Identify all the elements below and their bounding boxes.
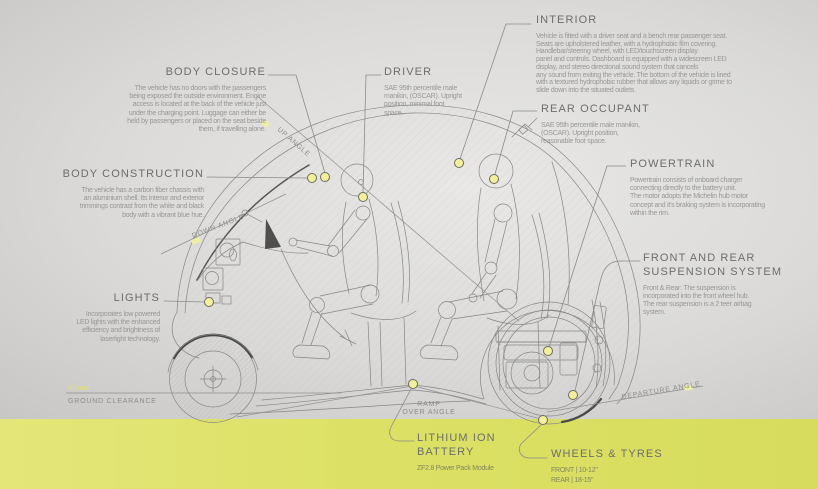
vehicle-drawing <box>167 104 641 425</box>
underbody-brace <box>229 400 471 415</box>
departure-angle-label: DEPARTURE ANGLE <box>621 381 701 401</box>
rear-bench-seat <box>486 212 551 391</box>
callout-title-body-construction: BODY CONSTRUCTION <box>62 168 204 180</box>
leader-interior <box>459 23 532 160</box>
ramp-over-angle-label-line1: RAMP <box>417 401 440 408</box>
leader-suspension <box>574 260 641 392</box>
leader-body-closure <box>267 74 326 174</box>
callout-title-wheels: WHEELS & TYRES <box>551 448 663 460</box>
up-angle-line <box>256 95 520 322</box>
callout-body-driver: SAE 95th percentile male manikin, (OSCAR… <box>384 84 462 117</box>
leader-body-construction <box>206 176 309 179</box>
dot-rear-occupant <box>489 174 499 184</box>
ramp-angle-line-rear <box>413 385 542 420</box>
dot-wheels <box>538 415 548 425</box>
charging-point <box>511 117 538 138</box>
callout-title-lights: LIGHTS <box>113 292 160 304</box>
callout-powertrain: POWERTRAIN Powertrain consists of onboar… <box>630 158 808 218</box>
callout-marker-dots <box>204 158 578 425</box>
down-angle-line <box>160 193 287 255</box>
a-pillar-base <box>196 241 244 282</box>
dot-body-closure <box>320 172 330 182</box>
callout-driver: DRIVER SAE 95th percentile male manikin,… <box>384 66 494 118</box>
callout-interior: INTERIOR Vehicle is fitted with a driver… <box>536 14 756 95</box>
dot-driver <box>358 192 368 202</box>
callout-body-rear-occupant: SAE 95th percentile male manikin, (OSCAR… <box>541 121 640 146</box>
dot-powertrain <box>543 346 553 356</box>
headlamp-assembly <box>202 238 241 305</box>
callout-title-interior: INTERIOR <box>536 14 598 26</box>
leader-powertrain <box>548 165 627 348</box>
callout-rear-occupant: REAR OCCUPANT SAE 95th percentile male m… <box>541 103 701 147</box>
leader-lights <box>163 300 206 303</box>
callout-leader-lines <box>163 23 641 459</box>
driver-seat <box>350 200 417 387</box>
ground-clearance-label: GROUND CLEARANCE <box>68 398 157 405</box>
callout-body-lights: Incorporates low powered LED lights with… <box>76 310 160 343</box>
callout-title-suspension: FRONT AND REAR SUSPENSION SYSTEM <box>643 252 783 278</box>
departure-angle-marker <box>684 384 693 391</box>
rear-occupant-manikin <box>419 153 520 361</box>
callout-title-body-closure: BODY CLOSURE <box>165 66 266 78</box>
front-fender-dark <box>172 333 254 360</box>
dot-battery <box>408 379 418 389</box>
leader-driver <box>362 74 382 194</box>
dot-lights <box>204 297 214 307</box>
canopy-inner-line <box>184 112 629 400</box>
leader-battery <box>389 388 415 442</box>
floor-line-2 <box>255 389 487 407</box>
up-angle-marker <box>260 118 271 128</box>
rear-wheel-arch <box>480 310 615 400</box>
floor-line-1 <box>261 384 484 401</box>
ramp-angle-line-front <box>236 385 413 418</box>
angle-measurements <box>66 95 704 420</box>
callout-body-body-closure: The vehicle has no doors with the passen… <box>127 84 266 133</box>
callout-suspension: FRONT AND REAR SUSPENSION SYSTEM Front &… <box>643 252 808 318</box>
driver-manikin <box>288 163 380 360</box>
callout-battery: LITHIUM ION BATTERY ZF2.8 Power Pack Mod… <box>417 432 577 473</box>
callout-body-powertrain: Powertrain consists of onboard charger c… <box>630 176 765 217</box>
windshield-edge <box>196 164 310 281</box>
departure-angle-line <box>546 385 704 413</box>
steering-assembly <box>241 209 357 347</box>
leader-wheels <box>518 424 548 459</box>
rear-wheel <box>480 301 615 425</box>
callout-body-battery: ZF2.8 Power Pack Module <box>417 464 494 472</box>
callout-body-body-construction: The vehicle has a carbon fiber chassis w… <box>79 186 205 219</box>
canopy-outer-line <box>176 104 641 405</box>
dot-interior <box>454 158 464 168</box>
wheels-spec-rear: REAR | 18-15" <box>551 477 594 484</box>
callout-body-suspension: Front & Rear: The suspension is incorpor… <box>643 284 752 317</box>
ramp-over-angle-label-line2: OVER ANGLE <box>402 409 455 416</box>
callout-body-interior: Vehicle is fitted with a driver seat and… <box>536 32 732 95</box>
callout-title-driver: DRIVER <box>384 66 433 78</box>
front-wheel <box>167 333 259 423</box>
lime-footer-band <box>0 419 818 489</box>
rear-tire-dark-edge <box>560 397 603 424</box>
callout-title-powertrain: POWERTRAIN <box>630 158 716 170</box>
down-angle-marker <box>190 236 202 245</box>
callout-lights: LIGHTS Incorporates low powered LED ligh… <box>60 292 160 344</box>
leader-rear-occupant <box>494 110 538 175</box>
dot-body-construction <box>307 173 317 183</box>
callout-title-battery: LITHIUM ION BATTERY <box>417 432 496 458</box>
callout-body-closure: BODY CLOSURE The vehicle has no doors wi… <box>88 66 266 134</box>
callout-wheels: WHEELS & TYRES FRONT | 10-12" REAR | 18-… <box>551 448 691 485</box>
callout-title-rear-occupant: REAR OCCUPANT <box>541 103 650 115</box>
wheels-spec-front: FRONT | 10-12" <box>551 466 598 474</box>
ground-clearance-value: 40mm <box>68 383 90 392</box>
callout-body-construction: BODY CONSTRUCTION The vehicle has a carb… <box>38 168 205 220</box>
rear-bulkhead-line <box>551 161 570 306</box>
dot-suspension <box>568 390 578 400</box>
